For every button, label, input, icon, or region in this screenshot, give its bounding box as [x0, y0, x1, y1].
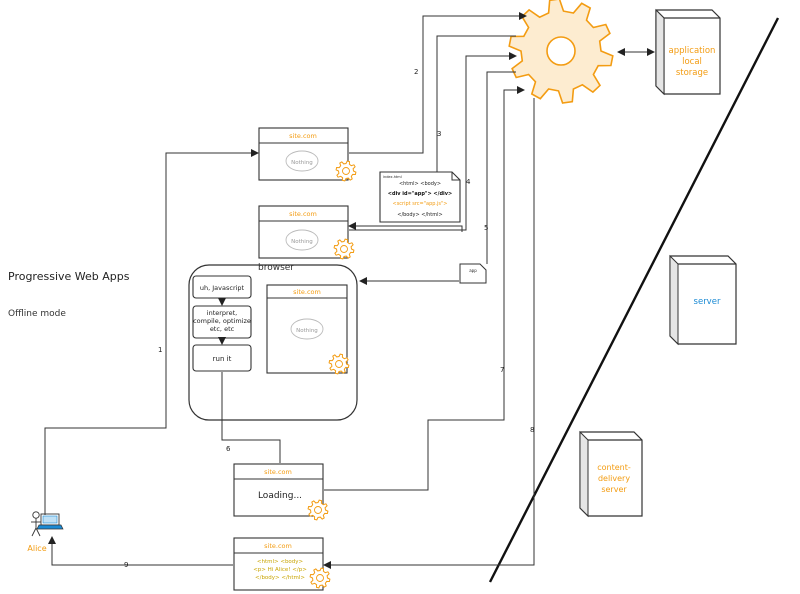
browser-window-loading: site.com Loading...: [233, 463, 329, 521]
browser-label: browser: [258, 263, 294, 273]
separator-line: [488, 17, 780, 583]
gear-icon: [508, 0, 614, 104]
arrow-5: [486, 71, 516, 264]
app-storage-box: application local storage: [655, 8, 721, 96]
code-doc-line-2: <div id="app"> </div>: [388, 191, 452, 197]
arrow-label-6: 6: [226, 445, 231, 453]
arrow-9: [48, 536, 233, 566]
step-javascript: uh, Javascript: [192, 275, 252, 299]
arrow-doc-to-window: [348, 222, 463, 232]
step-run: run it: [192, 344, 252, 372]
cdn-box: content- delivery server: [579, 430, 643, 518]
arrow-2: [349, 12, 527, 154]
window-loading-text: Loading...: [258, 491, 302, 501]
window-1-url: site.com: [289, 132, 317, 140]
code-doc-header: index.html: [383, 175, 402, 179]
window-loading-url: site.com: [264, 468, 292, 476]
browser-window-final: site.com <html> <body> <p> Hi Alice! </p…: [233, 537, 331, 591]
code-doc-line-3: <script src="app.js">: [393, 201, 448, 207]
step-interpret-label-3: etc, etc: [210, 325, 235, 333]
arrow-3: [436, 35, 516, 172]
window-1-nothing: Nothing: [291, 160, 313, 166]
arrow-6: [221, 372, 281, 463]
alice-avatar: Alice: [27, 511, 64, 553]
connections: [44, 12, 655, 569]
arrow-4: [349, 52, 517, 231]
arrow-8: [323, 98, 535, 569]
browser-window-2: site.com Nothing: [258, 205, 355, 260]
storage-label-1: application: [669, 46, 716, 56]
page-subtitle: Offline mode: [8, 309, 66, 319]
app-file: app: [459, 263, 487, 284]
server-label: server: [694, 297, 721, 307]
step-javascript-label: uh, Javascript: [200, 284, 245, 292]
cdn-label-2: delivery: [598, 474, 630, 483]
arrow-label-9: 9: [124, 561, 128, 569]
arrow-1: [44, 149, 259, 515]
window-loading-gear-icon: [307, 499, 329, 521]
step-interpret: interpret, compile, optimize etc, etc: [192, 305, 252, 339]
arrow-label-5: 5: [484, 224, 488, 232]
code-doc-line-4: </body> </html>: [397, 212, 442, 218]
code-document: index.html <html> <body> <div id="app"> …: [379, 171, 461, 223]
window-final-url: site.com: [264, 542, 292, 550]
cdn-label-1: content-: [597, 463, 631, 472]
window-2-nothing: Nothing: [291, 239, 313, 245]
window-final-gear-icon: [309, 567, 331, 589]
arrow-label-8: 8: [530, 426, 534, 434]
page-title: Progressive Web Apps: [8, 270, 130, 283]
window-1-gear-icon: [335, 160, 357, 182]
window-3-url: site.com: [293, 288, 321, 296]
step-interpret-label-1: interpret,: [207, 309, 237, 317]
alice-name: Alice: [27, 544, 46, 553]
server-box: server: [669, 254, 737, 346]
arrow-label-4: 4: [466, 178, 471, 186]
window-3-gear-icon: [328, 353, 350, 375]
arrow-label-7: 7: [500, 366, 504, 374]
window-3-nothing: Nothing: [296, 328, 318, 334]
arrow-7: [324, 86, 525, 491]
step-interpret-label-2: compile, optimize: [193, 317, 251, 325]
window-2-gear-icon: [333, 238, 355, 260]
step-run-label: run it: [213, 355, 232, 363]
arrow-label-2: 2: [414, 68, 418, 76]
browser-window-3: site.com Nothing: [266, 284, 350, 375]
browser-window-1: site.com Nothing: [258, 127, 357, 182]
final-doc-line-3: </body> </html>: [255, 575, 305, 581]
storage-label-2: local: [682, 57, 702, 67]
final-doc-line-1: <html> <body>: [257, 559, 304, 565]
storage-label-3: storage: [676, 68, 708, 78]
app-file-label: app: [469, 268, 477, 273]
code-doc-line-1: <html> <body>: [399, 181, 441, 187]
final-doc-line-2: <p> Hi Alice! </p>: [253, 567, 307, 573]
cdn-label-3: server: [601, 485, 627, 494]
arrow-label-3: 3: [437, 130, 441, 138]
arrow-label-1: 1: [158, 346, 162, 354]
window-2-url: site.com: [289, 210, 317, 218]
